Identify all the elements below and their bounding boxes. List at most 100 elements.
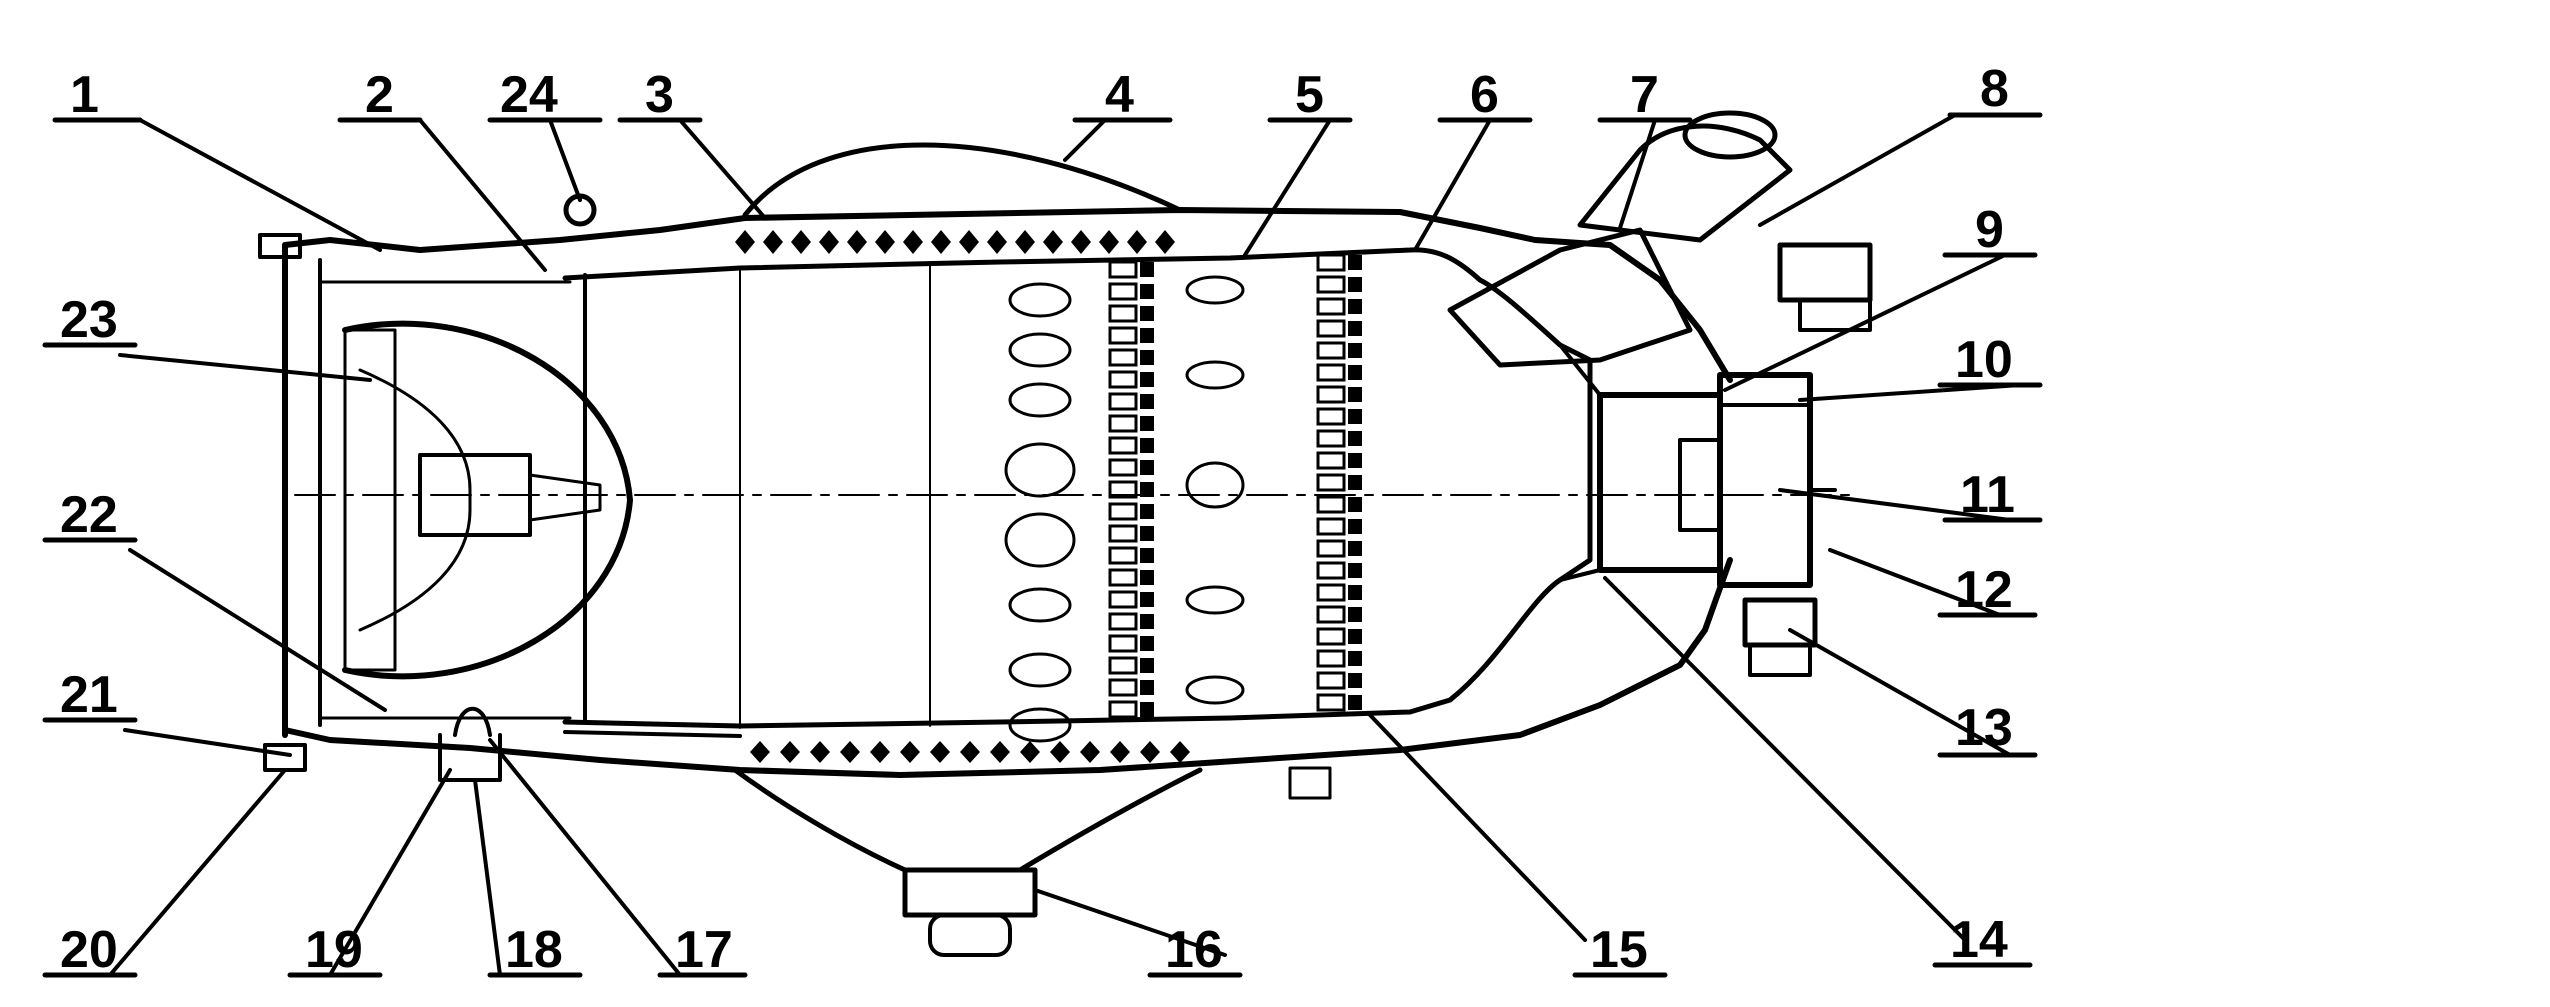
leader-22 [128, 548, 387, 712]
cooling-slot [1108, 414, 1138, 433]
leader-4 [1063, 118, 1107, 162]
cooling-slot [1316, 473, 1346, 492]
label-7: 7 [1630, 66, 1659, 124]
bottom-port [1288, 766, 1332, 800]
cooling-slot [1140, 526, 1154, 541]
hatch-mark [1170, 741, 1190, 763]
hatch-mark [900, 741, 920, 763]
hatch-mark [1080, 741, 1100, 763]
perforation-hole [1008, 282, 1072, 318]
cooling-slot [1348, 277, 1362, 292]
cooling-slot [1348, 387, 1362, 402]
perforation-hole [1004, 512, 1076, 568]
cooling-slot [1348, 695, 1362, 710]
cooling-slot [1108, 678, 1138, 697]
cooling-slot [1348, 519, 1362, 534]
cooling-slot [1348, 673, 1362, 688]
hatch-mark [987, 230, 1007, 254]
front-top-lug [258, 233, 302, 259]
perforation-hole [1008, 587, 1072, 623]
perforation-hole [1004, 442, 1076, 498]
cooling-slot [1140, 570, 1154, 585]
leader-24 [548, 118, 582, 202]
cooling-slot [1140, 482, 1154, 497]
cooling-slot [1316, 385, 1346, 404]
leader-19 [328, 768, 452, 977]
cooling-slot [1316, 297, 1346, 316]
label-10: 10 [1955, 331, 2013, 389]
cooling-slot [1140, 262, 1154, 277]
bottom-boss-dome [453, 706, 492, 737]
leader-11 [1778, 488, 2012, 522]
cooling-slot [1316, 517, 1346, 536]
cooling-slot [1348, 563, 1362, 578]
leader-23 [118, 353, 372, 382]
part-labels: 1 2 24 3 4 5 6 7 8 9 10 11 12 13 14 15 1… [60, 60, 2015, 979]
cooling-slot [1316, 341, 1346, 360]
leader-lines [108, 113, 2022, 977]
label-21: 21 [60, 666, 118, 724]
cooling-slot [1348, 255, 1362, 270]
cooling-slot [1108, 370, 1138, 389]
cooling-slot [1316, 495, 1346, 514]
hatch-mark [750, 741, 770, 763]
cooling-slot [1348, 365, 1362, 380]
rear-nut [1748, 643, 1812, 677]
cooling-slot [1316, 539, 1346, 558]
perforation-hole [1008, 652, 1072, 688]
cooling-slot [1348, 629, 1362, 644]
leader-21 [123, 728, 292, 757]
label-5: 5 [1295, 66, 1324, 124]
label-underlines [42, 112, 2043, 978]
cooling-slot [1108, 326, 1138, 345]
leader-1 [138, 118, 382, 252]
hatch-mark [810, 741, 830, 763]
outer-casing [282, 207, 1733, 778]
inner-liner [562, 247, 1593, 729]
cooling-slot [1316, 407, 1346, 426]
hatch-mark [931, 230, 951, 254]
cooling-slot [1316, 693, 1346, 712]
label-22: 22 [60, 486, 118, 544]
label-4: 4 [1105, 66, 1134, 124]
igniter-pipe-end [1682, 110, 1778, 160]
hatch-mark [1099, 230, 1119, 254]
swirler-box [343, 328, 397, 672]
hatch-mark [1140, 741, 1160, 763]
cooling-slot [1348, 607, 1362, 622]
leader-16 [1033, 888, 1227, 957]
hatch-mark [1020, 741, 1040, 763]
cooling-slot [1108, 524, 1138, 543]
perforation-hole [1185, 675, 1245, 705]
cooling-slot [1108, 392, 1138, 411]
cooling-slot [1108, 458, 1138, 477]
perforation-hole [1185, 275, 1245, 305]
leader-13 [1788, 628, 2012, 757]
cooling-slot [1348, 321, 1362, 336]
cooling-slot [1140, 548, 1154, 563]
leader-7 [1618, 118, 1657, 230]
cooling-slot [1140, 394, 1154, 409]
label-2: 2 [365, 66, 394, 124]
fuel-nozzle [528, 473, 602, 522]
cooling-slot [1140, 702, 1154, 717]
label-13: 13 [1955, 699, 2013, 757]
cooling-slot [1140, 460, 1154, 475]
label-20: 20 [60, 921, 118, 979]
leader-9 [1723, 253, 2007, 392]
cooling-slot [1108, 282, 1138, 301]
perforation-hole [1008, 332, 1072, 368]
swirler-inner [358, 368, 472, 632]
cooling-slot [1140, 328, 1154, 343]
hatch-mark [960, 741, 980, 763]
hatching [735, 230, 1190, 763]
top-dome [742, 142, 1183, 218]
rear-flange [1597, 392, 1723, 573]
cooling-slot [1140, 636, 1154, 651]
hatch-mark [840, 741, 860, 763]
cooling-slot [1108, 568, 1138, 587]
leader-2 [418, 118, 547, 272]
rear-cap-top [1718, 373, 1812, 407]
cooling-slot [1316, 429, 1346, 448]
